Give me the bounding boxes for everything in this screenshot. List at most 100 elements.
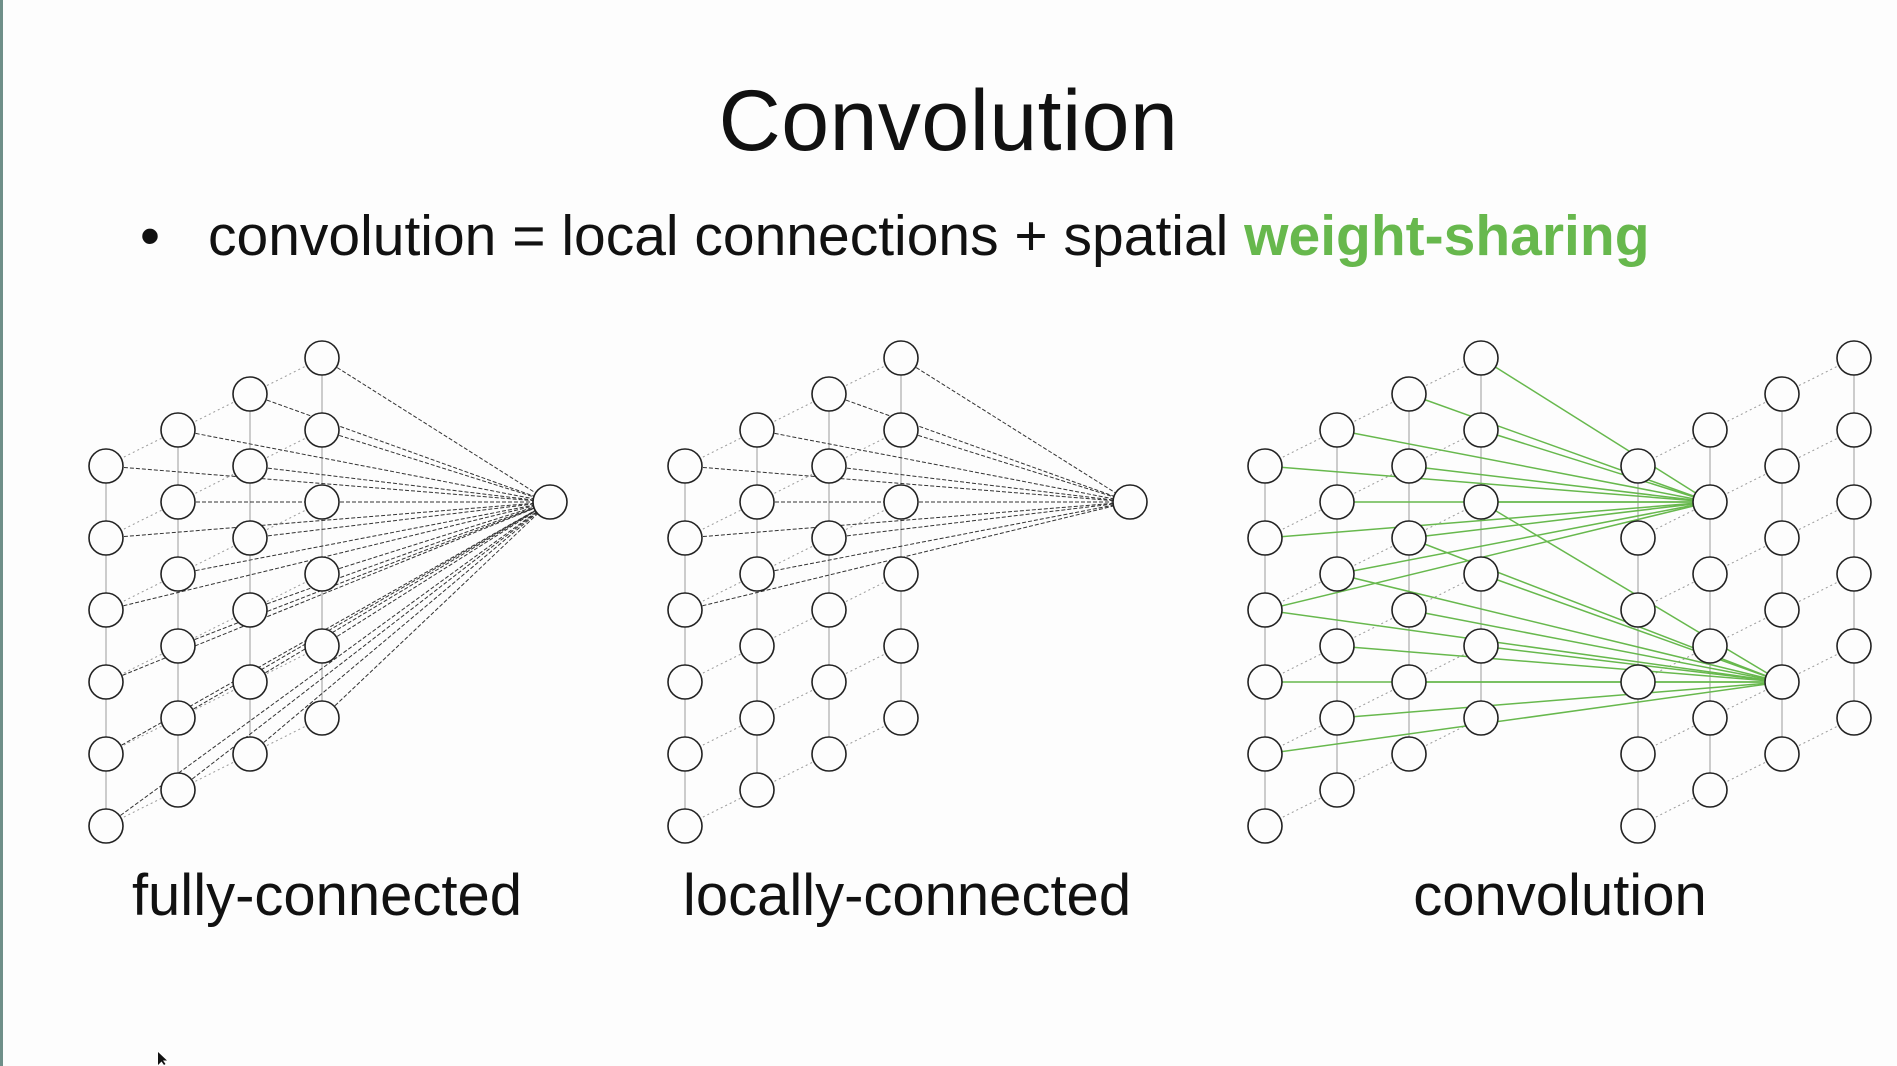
- fc-grid-dline: [105, 573, 323, 683]
- fc-node: [232, 376, 268, 412]
- cv-input-nodes: [1247, 340, 1499, 844]
- lc-node: [883, 340, 919, 376]
- fc-grid-dline: [105, 357, 323, 467]
- cv-filter-b-connection: [1336, 573, 1783, 683]
- cv-output-grid-dline: [1637, 501, 1855, 611]
- fc-node: [304, 628, 340, 664]
- cv-output-node: [1620, 664, 1656, 700]
- fc-node: [88, 520, 124, 556]
- cv-filter-a-connection: [1264, 501, 1711, 539]
- lc-node: [739, 700, 775, 736]
- fully-connected-diagram: [88, 340, 568, 844]
- lc-connection: [684, 501, 1131, 539]
- lc-node: [739, 556, 775, 592]
- bullet-highlight: weight-sharing: [1244, 204, 1650, 268]
- fc-nodes: [88, 340, 340, 844]
- fc-connection: [249, 501, 551, 539]
- lc-node: [811, 520, 847, 556]
- fc-connection: [177, 501, 551, 647]
- cv-input-grid-dline: [1264, 645, 1482, 755]
- lc-node: [883, 484, 919, 520]
- fc-node: [88, 592, 124, 628]
- fc-node: [304, 556, 340, 592]
- fc-node: [232, 664, 268, 700]
- fc-output-node: [532, 484, 568, 520]
- lc-node: [811, 592, 847, 628]
- cv-filter-b-connection: [1336, 681, 1783, 719]
- slide-title: Convolution: [718, 73, 1179, 169]
- cv-input-node: [1247, 664, 1283, 700]
- cv-output-node: [1836, 628, 1872, 664]
- fc-connections: [105, 357, 551, 827]
- fc-node: [160, 412, 196, 448]
- cv-output-node: [1620, 808, 1656, 844]
- caption-convolution: convolution: [1413, 863, 1707, 928]
- cv-input-node: [1391, 376, 1427, 412]
- fc-connection: [249, 501, 551, 611]
- cv-output-grid: [1637, 357, 1855, 827]
- fc-connection: [105, 501, 551, 611]
- lc-grid: [684, 357, 902, 827]
- lc-node: [667, 520, 703, 556]
- lc-grid-dline: [684, 645, 902, 755]
- fc-connection: [249, 393, 551, 503]
- lc-grid-dline: [684, 501, 902, 611]
- cv-input-node: [1319, 628, 1355, 664]
- cv-input-node: [1463, 412, 1499, 448]
- fc-connection: [249, 501, 551, 683]
- lc-connections: [684, 357, 1131, 611]
- lc-node: [667, 736, 703, 772]
- cv-output-node: [1764, 520, 1800, 556]
- cv-output-node: [1764, 736, 1800, 772]
- cv-filter-a-connection: [1480, 357, 1711, 503]
- fc-node: [160, 772, 196, 808]
- cv-filter-a-connection: [1408, 501, 1711, 539]
- caption-locally-connected: locally-connected: [682, 863, 1132, 928]
- lc-node: [739, 628, 775, 664]
- cv-output-node: [1692, 484, 1728, 520]
- cv-input-node: [1463, 556, 1499, 592]
- lc-node: [883, 628, 919, 664]
- lc-connection: [900, 357, 1131, 503]
- bullet-point: • convolution = local connections + spati…: [140, 203, 1650, 269]
- cv-input-node: [1247, 736, 1283, 772]
- lc-connection: [828, 393, 1131, 503]
- lc-connection: [756, 429, 1131, 503]
- lc-node: [739, 412, 775, 448]
- fc-connection: [249, 501, 551, 755]
- cv-filter-b-connection: [1480, 501, 1783, 683]
- bullet-text: convolution = local connections + spatia…: [208, 204, 1245, 268]
- cv-output-node: [1692, 700, 1728, 736]
- lc-node: [739, 484, 775, 520]
- fc-grid-dline: [105, 645, 323, 755]
- cv-filter-a-connection: [1264, 501, 1711, 611]
- bullet-marker: •: [140, 204, 160, 268]
- fc-connection: [321, 429, 551, 503]
- fc-connection: [321, 501, 551, 575]
- fc-connection: [105, 465, 551, 503]
- convolution-diagram: [1247, 340, 1872, 844]
- lc-grid-dline: [684, 357, 902, 467]
- cv-output-grid-dline: [1637, 357, 1855, 467]
- fc-node: [160, 484, 196, 520]
- lc-node: [667, 448, 703, 484]
- cv-output-node: [1620, 520, 1656, 556]
- lc-output-node: [1112, 484, 1148, 520]
- cv-input-grid-dline: [1264, 573, 1482, 683]
- cv-input-node: [1391, 592, 1427, 628]
- fc-connection: [321, 501, 551, 719]
- fc-node: [304, 700, 340, 736]
- fc-connection: [321, 501, 551, 647]
- cv-output-node: [1764, 376, 1800, 412]
- cv-output-node: [1692, 412, 1728, 448]
- lc-connection: [900, 429, 1131, 503]
- fc-connection: [249, 465, 551, 503]
- lc-node: [739, 772, 775, 808]
- fc-grid-dline: [105, 717, 323, 827]
- cv-output-node: [1764, 448, 1800, 484]
- cv-input-node: [1463, 340, 1499, 376]
- cv-input-node: [1391, 736, 1427, 772]
- cv-input-node: [1391, 520, 1427, 556]
- cv-filter-a-connection: [1264, 465, 1711, 503]
